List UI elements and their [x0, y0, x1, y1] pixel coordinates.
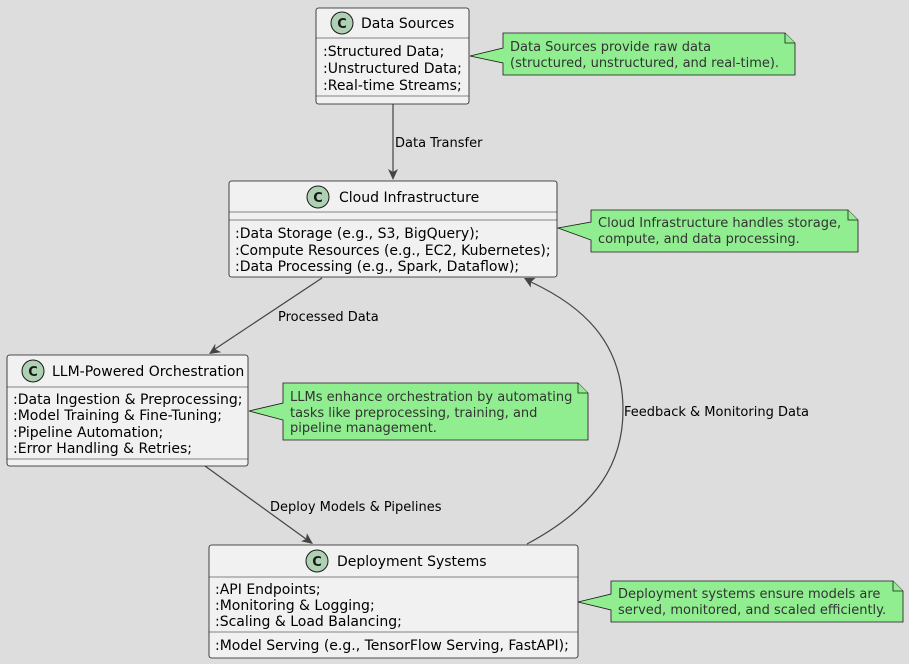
- class-badge-letter: C: [313, 191, 323, 206]
- class-field: :API Endpoints;: [215, 582, 321, 598]
- class-badge-letter: C: [337, 17, 347, 32]
- class-field: :Pipeline Automation;: [13, 425, 163, 441]
- class-method: :Data Processing (e.g., Spark, Dataflow)…: [235, 259, 519, 275]
- class-deployment-systems-box: [208, 544, 579, 659]
- class-badge-letter: C: [28, 365, 38, 380]
- class-llm-orchestration-box: [6, 354, 249, 467]
- class-data-sources: C Data Sources :Structured Data; :Unstru…: [315, 7, 470, 105]
- edge-deploy-models-line: [204, 465, 307, 540]
- class-cloud-infrastructure-title: Cloud Infrastructure: [339, 190, 479, 206]
- edge-feedback-arrowhead: [524, 277, 536, 288]
- class-llm-orchestration: C LLM-Powered Orchestration :Data Ingest…: [6, 354, 249, 467]
- note-text: tasks like preprocessing, training, and: [290, 406, 537, 421]
- note-text: LLMs enhance orchestration by automating: [290, 390, 572, 405]
- note-text: Data Sources provide raw data: [510, 40, 711, 55]
- class-cloud-infrastructure: C Cloud Infrastructure :Data Storage (e.…: [228, 180, 558, 278]
- note-text: pipeline management.: [290, 421, 437, 436]
- class-deployment-systems: C Deployment Systems :API Endpoints; :Mo…: [208, 544, 579, 659]
- class-field: :Real-time Streams;: [323, 78, 462, 94]
- class-field: :Error Handling & Retries;: [13, 441, 192, 457]
- class-badge-letter: C: [312, 555, 322, 570]
- edge-deploy-models-arrowhead: [301, 533, 313, 544]
- class-method: :Data Storage (e.g., S3, BigQuery);: [235, 226, 479, 242]
- edge-feedback-line: [526, 281, 624, 545]
- class-field: :Monitoring & Logging;: [215, 598, 375, 614]
- class-badge-icon: [21, 359, 45, 383]
- note-fold: [892, 581, 903, 592]
- class-field: :Scaling & Load Balancing;: [215, 614, 402, 630]
- class-deployment-systems-title: Deployment Systems: [337, 554, 487, 570]
- edge-data-transfer: Data Transfer: [388, 104, 483, 180]
- class-badge-icon: [330, 11, 354, 35]
- class-method: :Compute Resources (e.g., EC2, Kubernete…: [235, 243, 551, 259]
- edge-deploy-models-label: Deploy Models & Pipelines: [270, 500, 442, 515]
- note-fold: [784, 33, 795, 44]
- note-fold: [577, 383, 588, 394]
- edge-data-transfer-label: Data Transfer: [395, 136, 483, 151]
- note-deployment-systems: Deployment systems ensure models are ser…: [577, 580, 904, 623]
- edge-processed-data-arrowhead: [209, 343, 222, 354]
- class-field: :Structured Data;: [323, 44, 444, 60]
- class-method: :Model Serving (e.g., TensorFlow Serving…: [215, 638, 569, 654]
- edge-feedback: Feedback & Monitoring Data: [524, 277, 809, 545]
- class-field: :Unstructured Data;: [323, 61, 462, 77]
- note-cloud-infrastructure: Cloud Infrastructure handles storage, co…: [556, 209, 859, 253]
- edge-feedback-label: Feedback & Monitoring Data: [624, 405, 809, 420]
- class-data-sources-box: [315, 7, 470, 105]
- edge-processed-data-line: [214, 277, 323, 350]
- edge-deploy-models: Deploy Models & Pipelines: [204, 465, 442, 544]
- note-data-sources: Data Sources provide raw data (structure…: [469, 32, 796, 76]
- note-llm-orchestration: LLMs enhance orchestration by automating…: [248, 382, 589, 441]
- class-badge-icon: [306, 185, 330, 209]
- edge-processed-data: Processed Data: [209, 277, 379, 354]
- class-data-sources-title: Data Sources: [361, 16, 454, 32]
- note-fold: [847, 210, 858, 221]
- edge-processed-data-label: Processed Data: [278, 310, 379, 325]
- class-badge-icon: [305, 549, 329, 573]
- edge-data-transfer-arrowhead: [388, 169, 398, 180]
- class-field: :Model Training & Fine-Tuning;: [13, 408, 222, 424]
- note-text: (structured, unstructured, and real-time…: [510, 56, 779, 71]
- note-text: Deployment systems ensure models are: [618, 587, 880, 602]
- note-text: served, monitored, and scaled efficientl…: [618, 603, 886, 618]
- class-llm-orchestration-title: LLM-Powered Orchestration: [52, 364, 244, 380]
- class-field: :Data Ingestion & Preprocessing;: [13, 392, 242, 408]
- note-text: Cloud Infrastructure handles storage,: [598, 216, 841, 231]
- note-text: compute, and data processing.: [598, 232, 800, 247]
